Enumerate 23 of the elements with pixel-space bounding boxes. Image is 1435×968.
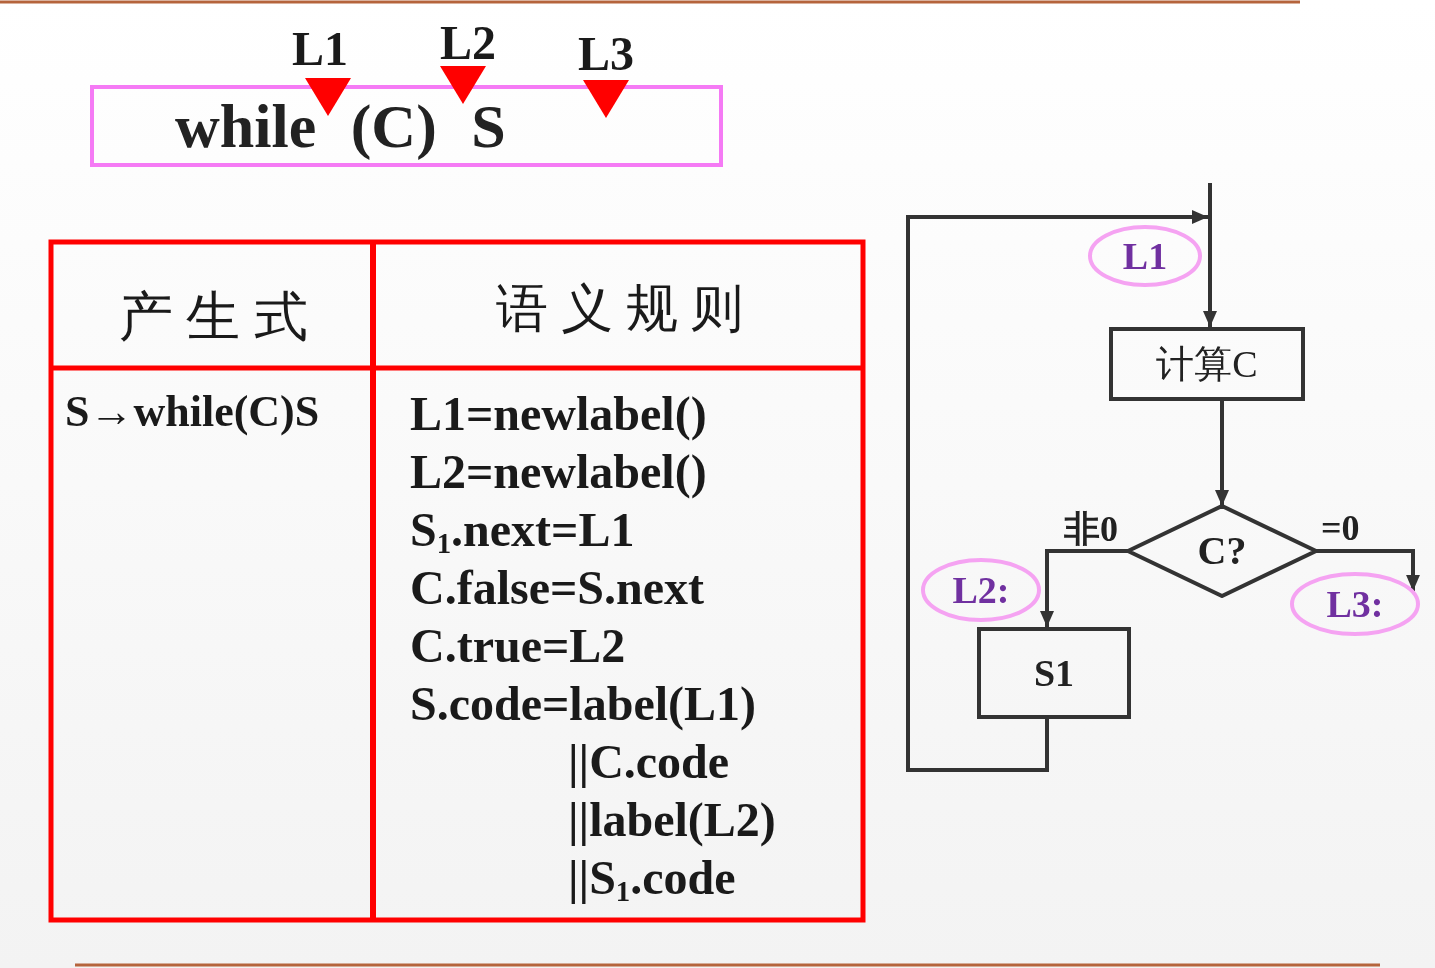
code-line: C.true=L2	[410, 622, 626, 670]
decision-diamond: C?	[1126, 504, 1318, 598]
arrow	[1215, 401, 1229, 506]
code-line: ||C.code	[568, 738, 730, 786]
label-ellipse: L1	[1088, 225, 1202, 287]
column-header: 产 生 式	[118, 290, 308, 344]
statement-box: while (C) S	[90, 85, 723, 167]
arrow	[1316, 549, 1420, 591]
code-line: C.false=S.next	[410, 564, 704, 612]
production-text: S→while(C)S	[65, 390, 320, 434]
label-ellipse: L3:	[1290, 572, 1420, 636]
arrow	[1040, 549, 1128, 627]
code-line: ||S$_{1}$.code	[568, 854, 736, 902]
column-header: 语 义 规 则	[495, 283, 743, 335]
process-box: S1	[977, 627, 1131, 719]
position-label: L1	[292, 25, 348, 73]
position-label: L3	[578, 30, 634, 78]
position-label: L2	[440, 19, 496, 67]
code-line: S$_{1}$.next=L1	[410, 506, 635, 554]
label-ellipse: L2:	[921, 558, 1041, 622]
process-box: 计算C	[1109, 327, 1305, 401]
edge-label: 非0	[1064, 511, 1118, 547]
edge-label: =0	[1321, 510, 1360, 546]
